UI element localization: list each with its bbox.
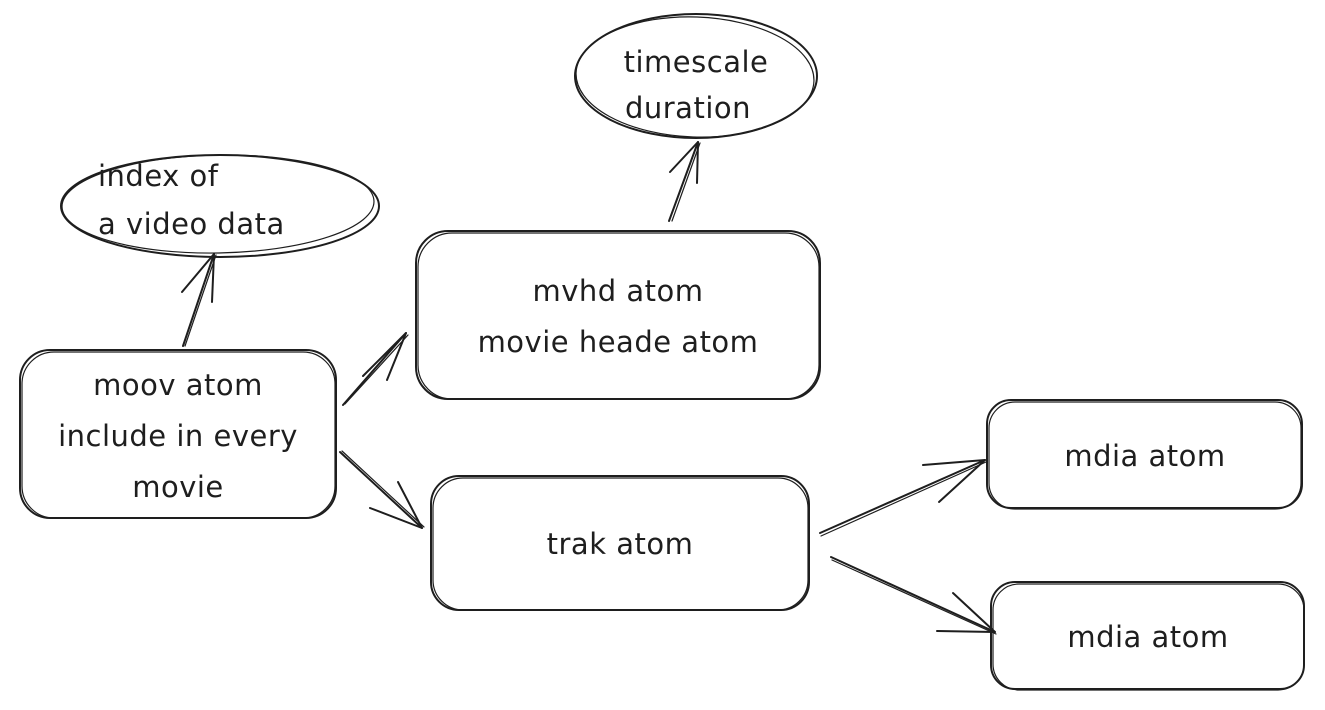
node-moov[interactable]: moov atom include in every movie (19, 349, 337, 519)
node-mdia-1-line-1: mdia atom (1064, 439, 1225, 473)
arrow-moov-to-trak (339, 450, 425, 529)
arrow-trak-to-mdia-2 (830, 556, 997, 635)
node-mvhd-line-1: mvhd atom (532, 274, 703, 308)
arrow-moov-to-mvhd (342, 332, 409, 406)
node-trak-line-1: trak atom (547, 527, 694, 561)
node-moov-line-2: include in every (58, 419, 298, 453)
node-trak[interactable]: trak atom (430, 475, 810, 611)
node-index[interactable]: index of a video data (60, 152, 380, 258)
node-mdia-2[interactable]: mdia atom (990, 581, 1305, 691)
node-mvhd[interactable]: mvhd atom movie heade atom (415, 230, 821, 400)
node-moov-line-3: movie (132, 470, 224, 504)
node-mdia-1[interactable]: mdia atom (986, 399, 1303, 510)
arrow-trak-to-mdia-1 (819, 459, 987, 537)
arrow-mvhd-to-timescale (668, 141, 701, 222)
node-moov-line-1: moov atom (93, 368, 263, 402)
arrow-moov-to-index (181, 253, 217, 347)
node-timescale-line-1: timescale (624, 45, 769, 79)
node-timescale[interactable]: timescale duration (574, 13, 818, 141)
node-mvhd-line-2: movie heade atom (478, 325, 759, 359)
node-index-line-2: a video data (98, 207, 285, 241)
node-mdia-2-line-1: mdia atom (1067, 620, 1228, 654)
node-timescale-line-2: duration (625, 91, 751, 125)
node-index-line-1: index of (98, 159, 219, 193)
